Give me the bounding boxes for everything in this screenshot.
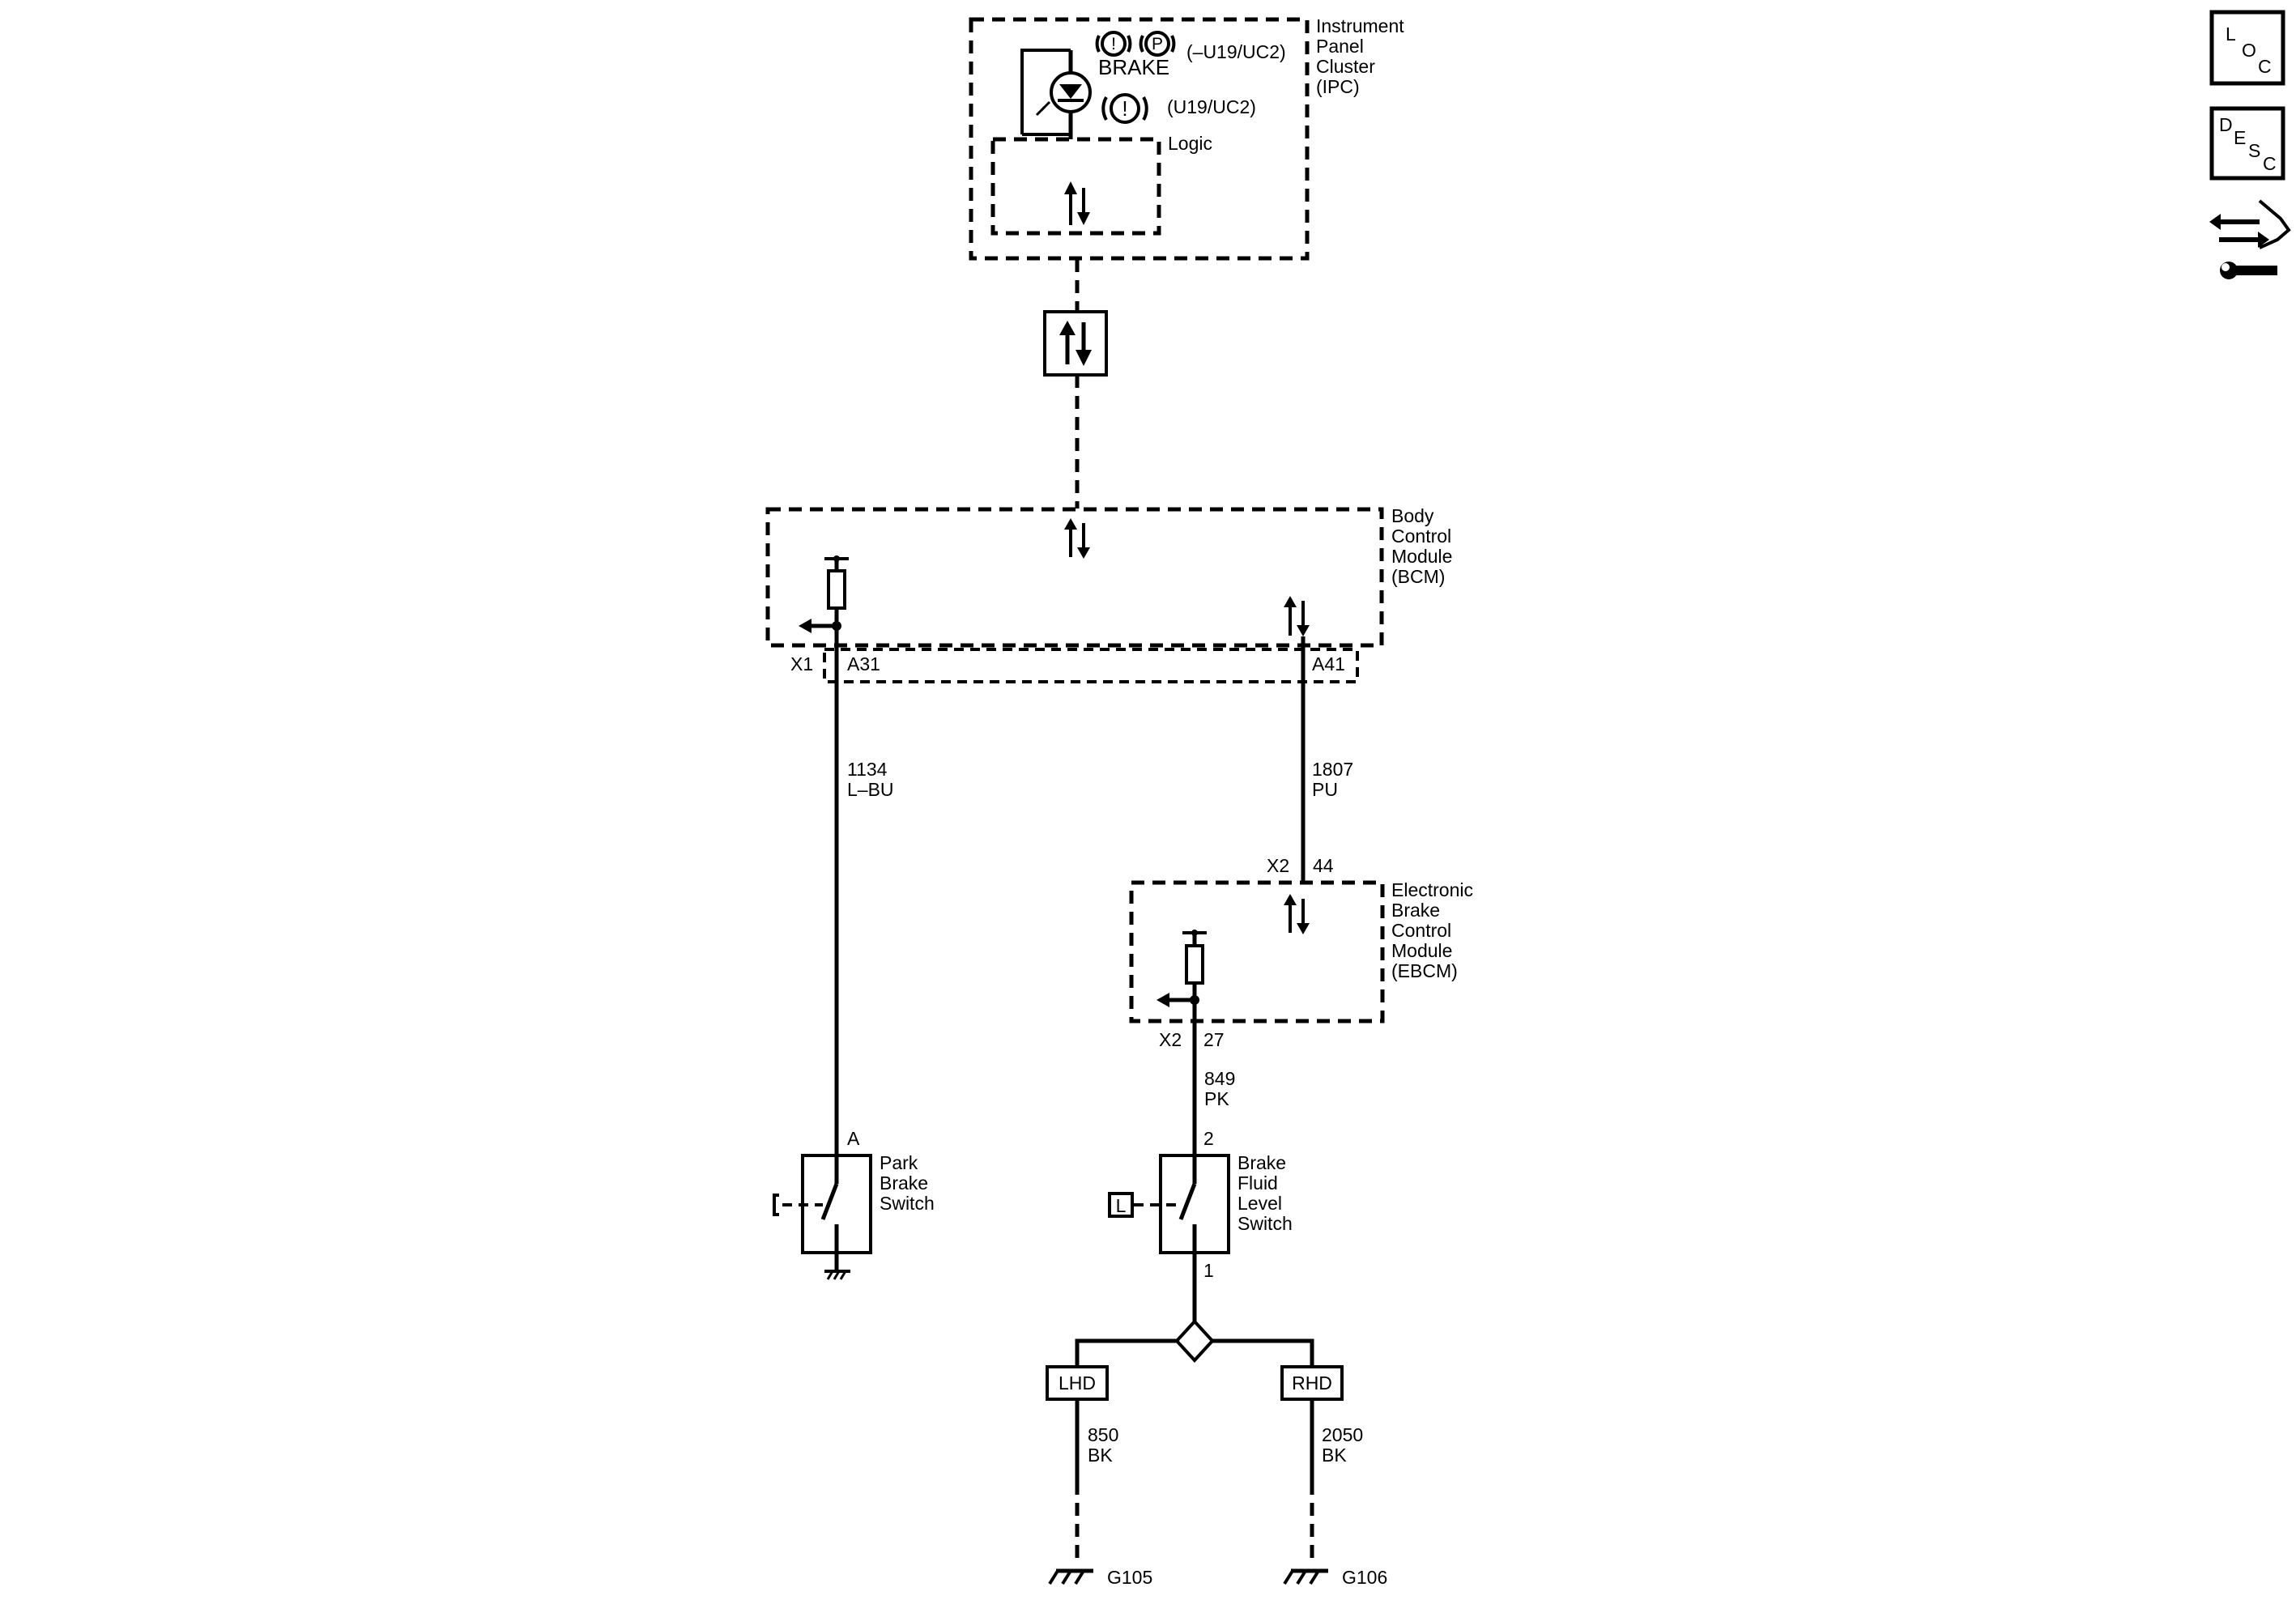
- brake-fluid-level-switch: 2 L Brake Fluid Level Switch 1: [1108, 1128, 1293, 1281]
- bcm-connector: X1: [790, 653, 813, 674]
- warning-exclaim-icon: [1101, 31, 1127, 57]
- brake-warning-symbol-2: !: [1101, 93, 1148, 124]
- bidirectional-arrow-icon: [1064, 518, 1090, 559]
- park-brake-switch-name-3: Switch: [880, 1193, 935, 1214]
- lhd-branch: [1075, 1338, 1177, 1367]
- ipc-name-line-3: Cluster: [1316, 56, 1375, 77]
- x1-connector: [823, 648, 1359, 683]
- level-tag-icon: [1108, 1192, 1134, 1218]
- location-button[interactable]: L O C: [2209, 10, 2285, 86]
- option-splice-icon: [1174, 1319, 1215, 1363]
- indicator-label: BRAKE: [1098, 55, 1169, 79]
- brake-fluid-switch-pin-top: 2: [1203, 1128, 1214, 1149]
- brake-fluid-switch-name-2: Fluid: [1237, 1172, 1278, 1194]
- brake-warning-symbols: ! P BRAKE: [1095, 31, 1176, 79]
- wire-1807-color: PU: [1312, 779, 1338, 800]
- bidirectional-arrow-icon: [1064, 181, 1090, 225]
- bcm-name-line-2: Control: [1391, 526, 1451, 547]
- ebcm-bottom-pin: 27: [1203, 1029, 1225, 1050]
- description-button-letter-3: S: [2248, 140, 2260, 161]
- description-button-letter-4: C: [2263, 153, 2277, 174]
- ebcm-name-line-5: (EBCM): [1391, 960, 1458, 981]
- ebcm-bottom-connector: X2: [1159, 1029, 1182, 1050]
- bcm-name-line-4: (BCM): [1391, 566, 1445, 587]
- bcm-pin-a41: A41: [1312, 653, 1345, 674]
- ipc-option-2: (U19/UC2): [1167, 96, 1256, 117]
- wire-1134-color: L–BU: [847, 779, 894, 800]
- ground-g106-label: G106: [1342, 1567, 1387, 1588]
- logic-block: [990, 137, 1161, 236]
- park-brake-switch-name-1: Park: [880, 1152, 918, 1173]
- exclaim-glyph: !: [1111, 35, 1116, 53]
- brake-fluid-switch-name-3: Level: [1237, 1193, 1282, 1214]
- ground-g105-icon: [1048, 1568, 1093, 1585]
- wire-850-color: BK: [1088, 1445, 1113, 1466]
- ipc-name-line-1: Instrument: [1316, 15, 1404, 36]
- ipc-outline: [969, 17, 1310, 261]
- ebcm-top-pin: 44: [1313, 855, 1334, 876]
- brake-fluid-switch-name-1: Brake: [1237, 1152, 1286, 1173]
- exclaim-glyph-2: !: [1122, 96, 1127, 121]
- warning-exclaim-icon-2: [1110, 93, 1140, 124]
- bidirectional-arrow-icon: [1284, 596, 1310, 636]
- wire-1134-circuit: 1134: [847, 759, 888, 780]
- ebcm-pullup-resistor: [1157, 930, 1207, 1007]
- bcm-outline: [765, 507, 1384, 648]
- connector-diagnostic-icon: [2209, 199, 2291, 279]
- brake-indicator-lamp: [1020, 49, 1092, 139]
- ebcm-name-line-2: Brake: [1391, 900, 1440, 921]
- rhd-option-label: RHD: [1292, 1372, 1332, 1394]
- ebcm-name-line-1: Electronic: [1391, 879, 1473, 900]
- bcm-pullup-resistor: [799, 555, 849, 633]
- input-arrow-icon: [799, 619, 811, 633]
- ground-g105-label: G105: [1107, 1567, 1152, 1588]
- description-button[interactable]: D E S C: [2209, 106, 2285, 181]
- brake-fluid-switch-pin-bottom: 1: [1203, 1260, 1214, 1281]
- location-button-letter-3: C: [2258, 56, 2272, 77]
- ebcm-top-connector: X2: [1267, 855, 1289, 876]
- brake-fluid-loc-tag: L: [1116, 1195, 1127, 1216]
- instrument-panel-cluster: Instrument Panel Cluster (IPC) ! P: [969, 15, 1404, 261]
- ipc-option-1: (–U19/UC2): [1186, 41, 1286, 62]
- resistor-icon: [1185, 944, 1204, 985]
- bcm-name-line-3: Module: [1391, 546, 1452, 567]
- brake-fluid-switch-name-4: Switch: [1237, 1213, 1293, 1234]
- park-brake-switch-pin: A: [847, 1128, 860, 1149]
- bcm-pin-a31: A31: [847, 653, 880, 674]
- location-button-letter-2: O: [2242, 40, 2256, 61]
- location-button-letter-1: L: [2226, 23, 2236, 45]
- wire-1807-circuit: 1807: [1312, 759, 1353, 780]
- input-arrow-icon: [1157, 993, 1169, 1007]
- diagnostic-connector-button[interactable]: [2209, 199, 2291, 279]
- park-brake-switch: A Park Brake Switch: [773, 1128, 935, 1280]
- electronic-brake-control-module: X2 44 Electronic Brake Control Module (E…: [1129, 855, 1473, 1050]
- bidirectional-arrow-icon: [1284, 894, 1310, 934]
- wire-2050-circuit: 2050: [1322, 1424, 1363, 1445]
- wire-850-circuit: 850: [1088, 1424, 1118, 1445]
- wire-849-color: PK: [1204, 1088, 1229, 1109]
- serial-data-symbol: [1043, 310, 1108, 377]
- case-ground-icon: [824, 1270, 850, 1280]
- wire-2050-color: BK: [1322, 1445, 1347, 1466]
- mechanical-link-icon: [773, 1194, 779, 1216]
- lhd-option-label: LHD: [1059, 1372, 1096, 1394]
- description-button-letter-2: E: [2234, 127, 2246, 148]
- park-glyph: P: [1152, 35, 1163, 53]
- rhd-branch: [1212, 1338, 1314, 1367]
- bcm-name-line-1: Body: [1391, 505, 1434, 526]
- resistor-icon: [827, 569, 846, 610]
- logic-label: Logic: [1168, 133, 1212, 154]
- description-button-letter-1: D: [2219, 114, 2233, 135]
- ipc-name-line-2: Panel: [1316, 36, 1364, 57]
- ebcm-outline: [1129, 880, 1385, 1023]
- ipc-name-line-4: (IPC): [1316, 76, 1360, 97]
- ebcm-name-line-3: Control: [1391, 920, 1451, 941]
- wire-849-circuit: 849: [1204, 1068, 1235, 1089]
- park-icon: [1144, 31, 1170, 57]
- body-control-module: Body Control Module (BCM): [765, 505, 1452, 648]
- ebcm-name-line-4: Module: [1391, 940, 1452, 961]
- park-brake-switch-name-2: Brake: [880, 1172, 928, 1194]
- ground-g106-icon: [1283, 1568, 1328, 1585]
